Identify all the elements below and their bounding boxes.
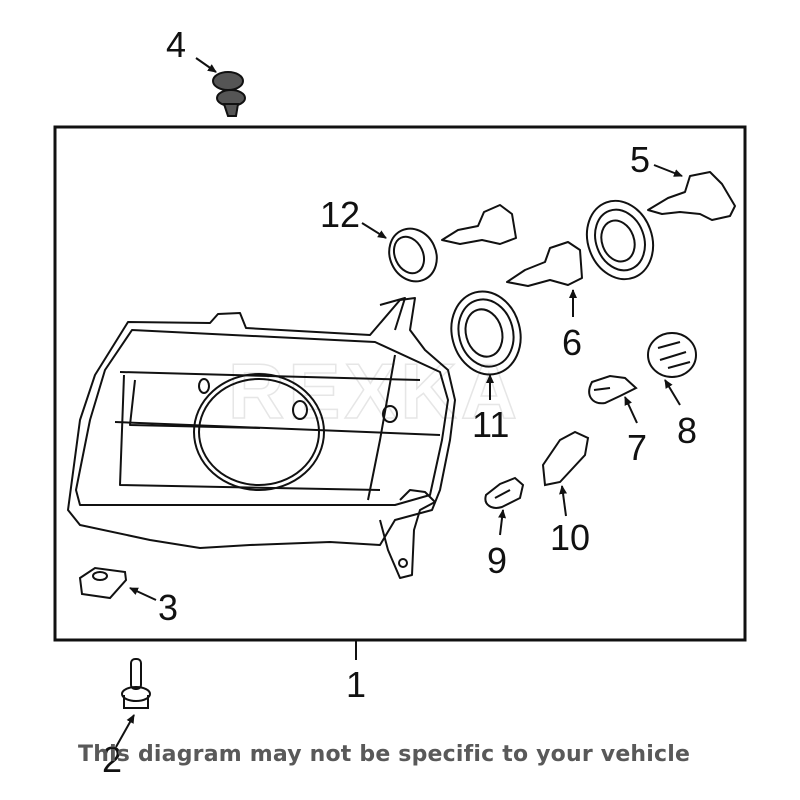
callout-4: 4 [166,24,186,65]
assembly-frame [53,125,747,642]
callout-5: 5 [630,139,650,180]
watermark: REXKA [228,347,521,435]
callout-7: 7 [627,427,647,468]
callout-8: 8 [677,410,697,451]
callout-6: 6 [562,322,582,363]
callout-2: 2 [102,739,122,780]
push-clip-part[interactable] [212,71,246,117]
high-beam-bulb-part[interactable] [647,171,736,221]
seal-part[interactable] [381,221,446,289]
bolt-part[interactable] [121,658,151,709]
clip-nut-part[interactable] [78,566,128,600]
callout-11: 11 [472,404,509,445]
disclaimer-text: This diagram may not be specific to your… [78,742,691,767]
dust-cover-large[interactable] [576,191,664,288]
bulb-upper[interactable] [441,204,517,245]
turn-signal-bulb-part[interactable] [588,374,638,405]
socket-part[interactable] [647,332,697,378]
leader-lines [115,57,683,748]
callout-12: 12 [320,194,360,235]
marker-socket-part[interactable] [541,430,590,487]
callout-10: 10 [550,517,590,558]
callout-3: 3 [158,587,178,628]
side-marker-bulb-part[interactable] [484,476,525,509]
dust-cover-part[interactable] [442,284,529,383]
callout-9: 9 [487,540,507,581]
callout-1: 1 [346,664,366,705]
low-beam-bulb-part[interactable] [506,241,583,287]
headlamp-assembly[interactable] [67,297,456,579]
